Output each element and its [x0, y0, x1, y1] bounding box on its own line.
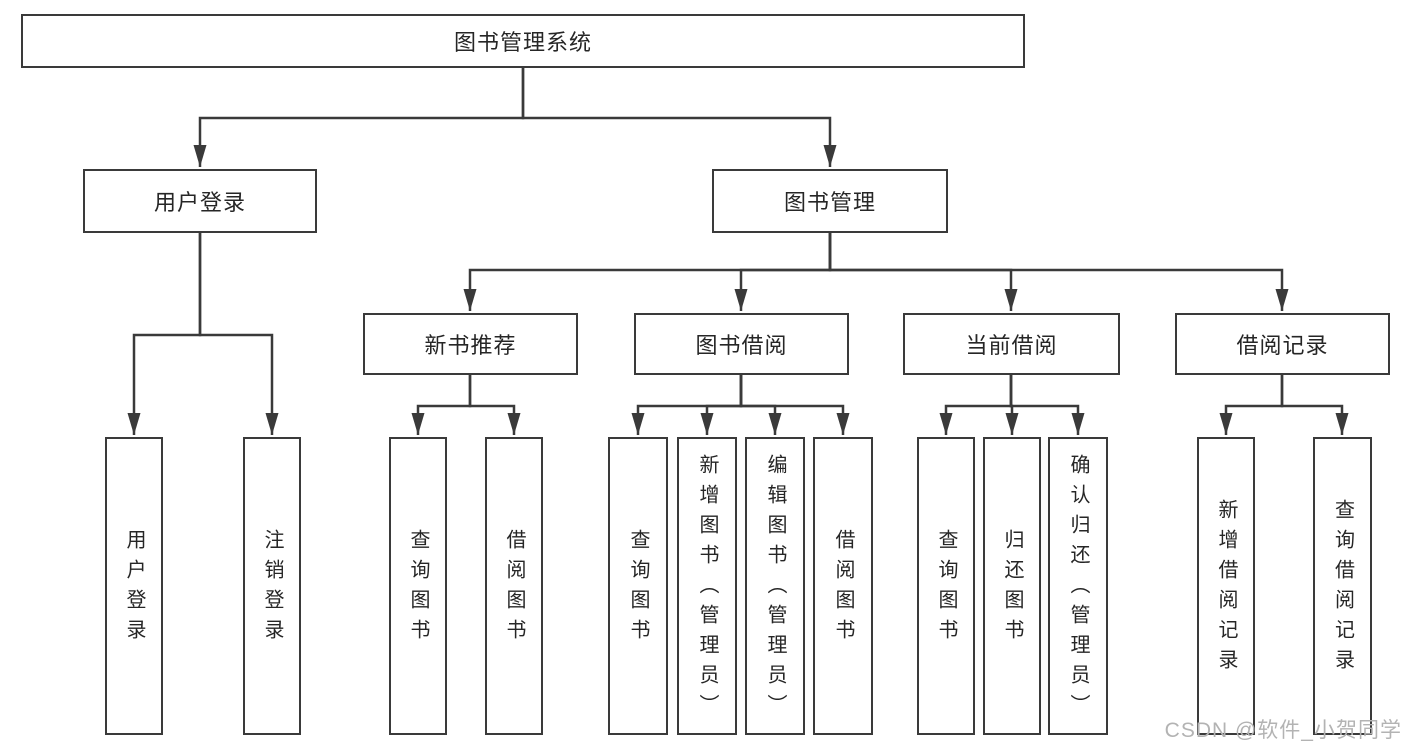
leaf-query-borrow-record: 查询借阅记录	[1313, 437, 1372, 735]
leaf-query-books-recommend: 查询图书	[389, 437, 447, 735]
leaf-borrow-books-recommend: 借阅图书	[485, 437, 543, 735]
node-user-login-branch: 用户登录	[83, 169, 317, 233]
leaf-query-books-current: 查询图书	[917, 437, 975, 735]
node-new-book-recommendation: 新书推荐	[363, 313, 578, 375]
leaf-user-login: 用户登录	[105, 437, 163, 735]
leaf-logout: 注销登录	[243, 437, 301, 735]
node-library-management-system: 图书管理系统	[21, 14, 1025, 68]
leaf-return-books: 归还图书	[983, 437, 1041, 735]
csdn-watermark: CSDN @软件_小贺同学	[1164, 719, 1402, 742]
node-book-management-branch: 图书管理	[712, 169, 948, 233]
leaf-add-borrow-record: 新增借阅记录	[1197, 437, 1255, 735]
leaf-confirm-return-admin: 确认归还（管理员）	[1048, 437, 1108, 735]
leaf-add-books-admin: 新增图书（管理员）	[677, 437, 737, 735]
leaf-edit-books-admin: 编辑图书（管理员）	[745, 437, 805, 735]
leaf-query-books-borrowing: 查询图书	[608, 437, 668, 735]
node-borrowing-records: 借阅记录	[1175, 313, 1390, 375]
leaf-borrow-books-borrowing: 借阅图书	[813, 437, 873, 735]
node-current-borrowing: 当前借阅	[903, 313, 1120, 375]
node-book-borrowing: 图书借阅	[634, 313, 849, 375]
